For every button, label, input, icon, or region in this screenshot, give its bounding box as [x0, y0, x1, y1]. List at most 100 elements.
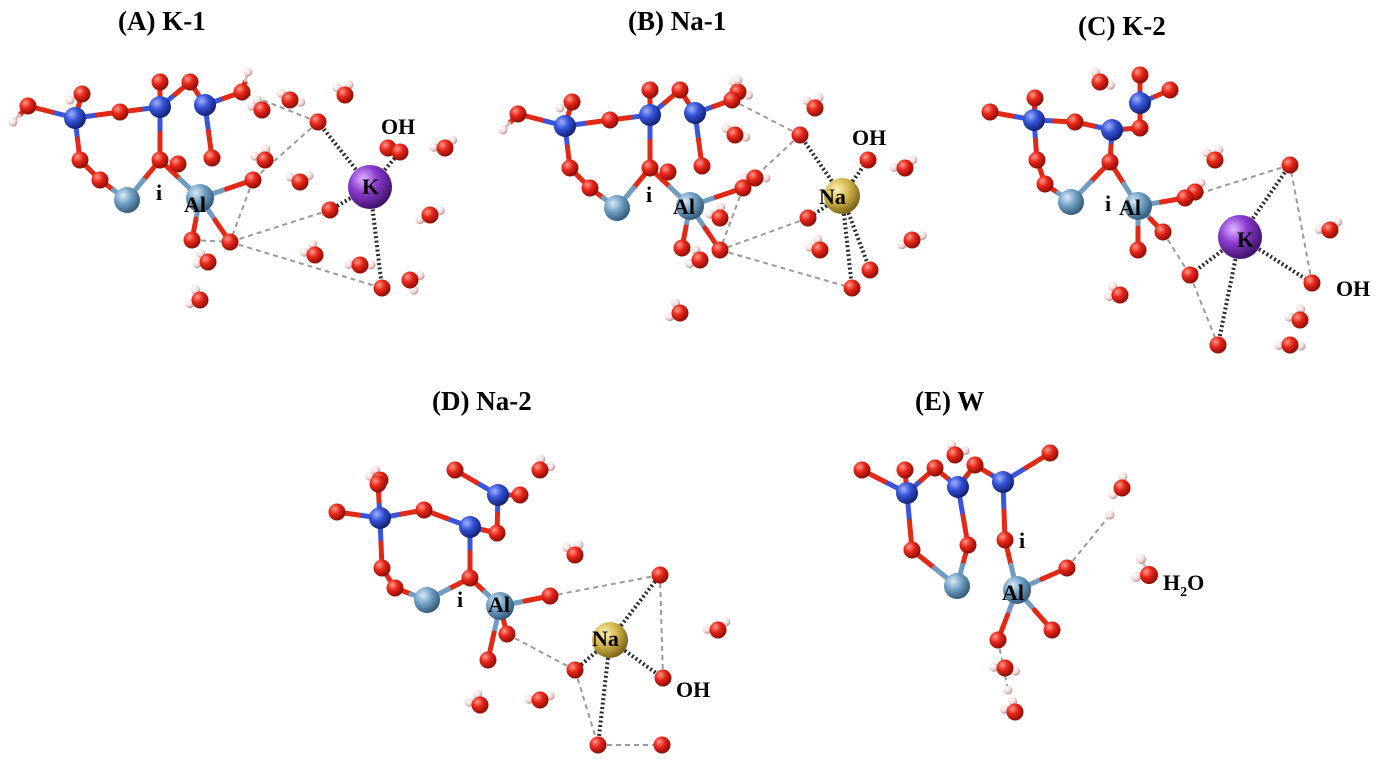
- water-oxygen-atom: [806, 99, 824, 117]
- oxygen-atom: [1026, 89, 1044, 107]
- oxygen-atom: [671, 81, 689, 99]
- hydrogen-bond: [229, 179, 254, 243]
- panel-a-oh-label: OH: [381, 114, 415, 139]
- legend-hydrogen-atom: [1136, 554, 1146, 564]
- hydrogen-atom: [1105, 510, 1115, 520]
- hydrogen-atom: [1296, 304, 1306, 314]
- hydrogen-bond: [1189, 274, 1219, 346]
- oxygen-atom: [563, 93, 581, 111]
- oxygen-atom: [711, 241, 729, 259]
- water-oxygen-atom: [256, 151, 274, 169]
- water-oxygen-atom: [566, 546, 584, 564]
- hydrogen-bond: [731, 99, 801, 136]
- panel-title-d: (D) Na-2: [432, 386, 532, 416]
- oxygen-atom: [461, 569, 479, 587]
- oxygen-atom: [1161, 81, 1179, 99]
- hydrogen-bond: [574, 669, 599, 746]
- water-oxygen-atom: [421, 206, 439, 224]
- hydrogen-bond: [1066, 514, 1111, 569]
- aluminum-atom: [1003, 576, 1031, 604]
- panel-b-oh-label: OH: [852, 125, 886, 150]
- oxygen-atom: [1101, 153, 1119, 171]
- oxygen-atom: [1176, 189, 1194, 207]
- water-oxygen-atom: [896, 159, 914, 177]
- panel-c-structure: [981, 66, 1343, 354]
- oxygen-atom: [73, 85, 91, 103]
- oxygen-atom: [71, 151, 89, 169]
- water-oxygen-atom: [996, 659, 1014, 677]
- water-oxygen-atom: [946, 446, 964, 464]
- oxygen-atom: [509, 105, 527, 123]
- hydrogen-bond: [241, 91, 319, 123]
- hydrogen-bond: [1289, 164, 1313, 284]
- oxygen-atom: [601, 111, 619, 129]
- oxygen-atom: [1041, 444, 1059, 462]
- water-oxygen-atom: [253, 101, 271, 119]
- legend-water-o: O: [1187, 570, 1204, 595]
- hydrogen-bond: [506, 633, 576, 671]
- hydrogen-atom: [813, 234, 823, 244]
- aluminum-atom: [186, 184, 214, 212]
- oxygen-atom: [791, 126, 809, 144]
- oxygen-atom: [244, 171, 262, 189]
- oxygen-atom: [1209, 336, 1227, 354]
- water-oxygen-atom: [1281, 336, 1299, 354]
- water-oxygen-atom: [711, 209, 729, 227]
- oxygen-atom: [1058, 559, 1076, 577]
- hydrogen-atom: [702, 624, 712, 634]
- hydrogen-atom: [733, 75, 743, 85]
- potassium-ion: [348, 165, 392, 209]
- oxygen-atom: [903, 541, 921, 559]
- oxygen-atom: [1028, 151, 1046, 169]
- hydrogen-atom: [716, 202, 726, 212]
- oxygen-atom: [734, 179, 752, 197]
- panel-e-structure: [853, 440, 1131, 721]
- oxygen-atom: [1129, 241, 1147, 259]
- oxygen-atom: [561, 159, 579, 177]
- oxygen-atom: [723, 91, 741, 109]
- hydrogen-atom: [555, 103, 565, 113]
- panel-title-c: (C) K-2: [1078, 11, 1166, 41]
- oxygen-atom: [981, 103, 999, 121]
- hydrogen-bond: [719, 249, 853, 289]
- silicon-atom: [639, 104, 661, 126]
- panel-d-oh-label: OH: [676, 677, 710, 702]
- oxygen-atom: [221, 233, 239, 251]
- panel-e-al-label: Al: [1002, 580, 1024, 605]
- panel-c-cation-label: K: [1237, 227, 1254, 252]
- coordination-bond: [798, 133, 844, 198]
- panel-c-al-label: Al: [1119, 195, 1141, 220]
- panel-b-cation-label: Na: [819, 184, 846, 209]
- silicon-atom: [64, 107, 86, 129]
- water-oxygen-atom: [1291, 311, 1309, 329]
- hydrogen-atom: [65, 95, 75, 105]
- water-oxygen-atom: [671, 304, 689, 322]
- water-oxygen-atom: [281, 91, 299, 109]
- silicon-atom: [1101, 119, 1123, 141]
- panel-d-cation-label: Na: [592, 626, 619, 651]
- oxygen-atom: [183, 231, 201, 249]
- silicon-atom: [992, 471, 1014, 493]
- aluminum-atom: [1124, 192, 1152, 220]
- water-oxygen-atom: [199, 253, 217, 271]
- oxygen-atom: [151, 73, 169, 91]
- oxygen-atom: [799, 209, 817, 227]
- water-oxygen-atom: [726, 126, 744, 144]
- silicon-atom: [684, 102, 706, 124]
- oxygen-atom: [415, 501, 433, 519]
- silicon-atom: [896, 482, 918, 504]
- oxygen-atom: [641, 81, 659, 99]
- hydrogen-atom: [261, 144, 271, 154]
- oxygen-atom: [653, 736, 671, 754]
- hydrogen-atom: [989, 662, 999, 672]
- panel-title-e: (E) W: [915, 386, 984, 416]
- water-oxygen-atom: [709, 621, 727, 639]
- water-oxygen-atom: [336, 86, 354, 104]
- hydrogen-atom: [1274, 340, 1284, 350]
- oxygen-atom: [926, 459, 944, 477]
- water-oxygen-atom: [746, 169, 764, 187]
- bridging-aluminum-atom: [414, 587, 440, 613]
- aluminum-atom: [486, 592, 514, 620]
- oxygen-atom: [859, 151, 877, 169]
- silicon-atom: [1023, 109, 1045, 131]
